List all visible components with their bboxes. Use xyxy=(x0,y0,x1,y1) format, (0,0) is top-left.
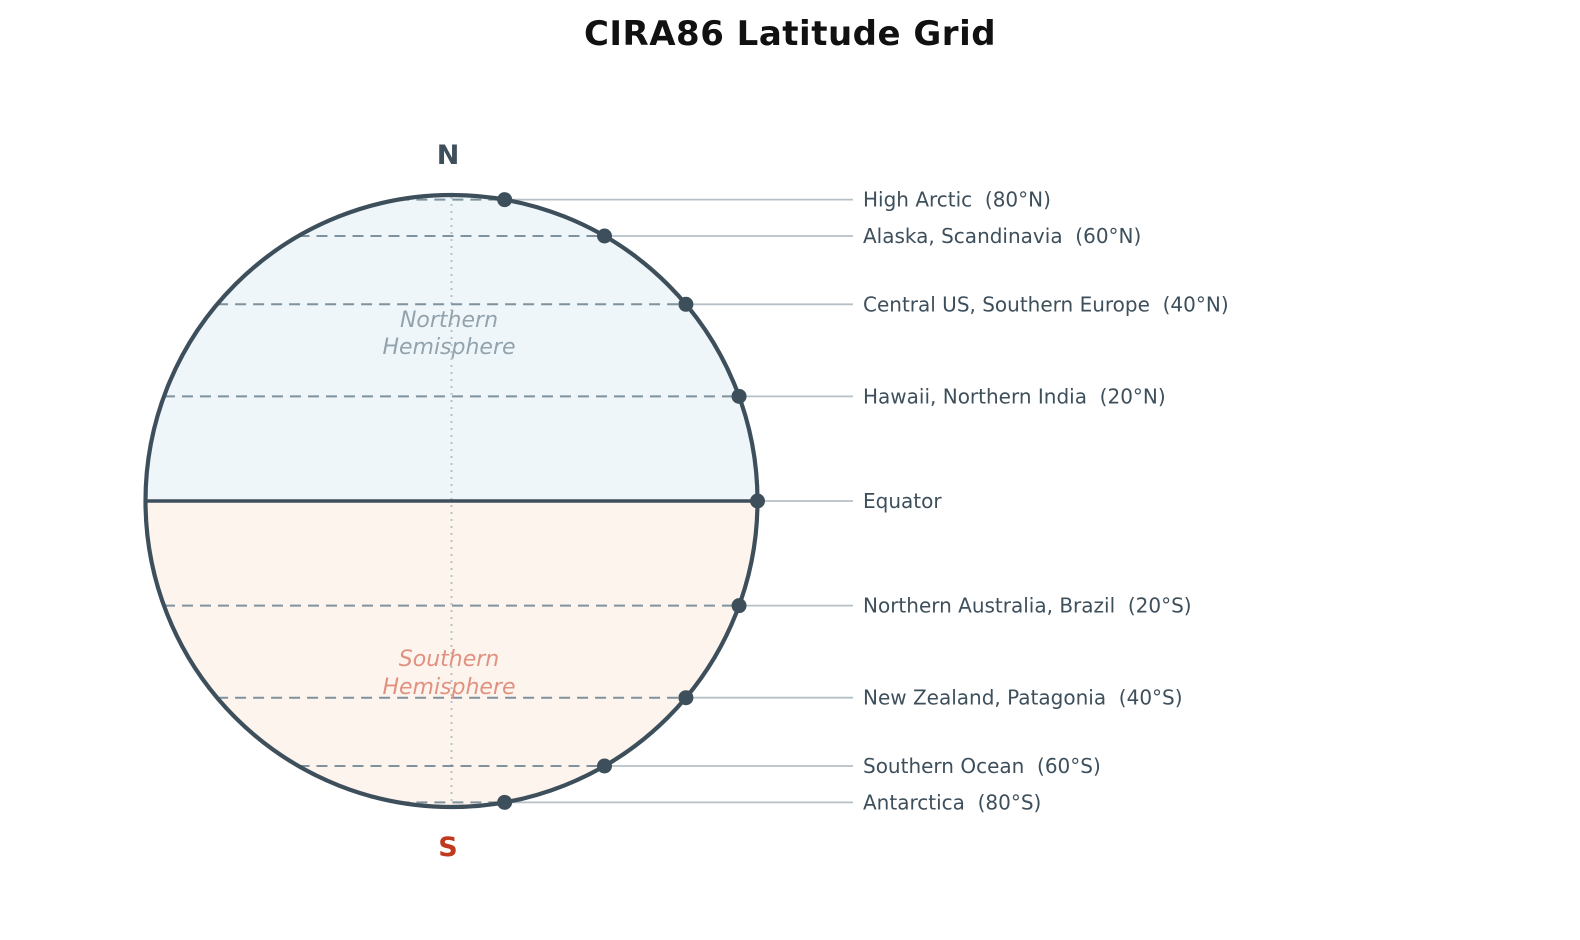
latitude-label-60s: Southern Ocean (60°S) xyxy=(863,754,1101,778)
north-hemisphere-label-line1: Northern xyxy=(400,308,498,333)
latitude-label-20n: Hawaii, Northern India (20°N) xyxy=(863,384,1166,408)
figure-title: CIRA86 Latitude Grid xyxy=(583,14,997,54)
south-hemisphere-label-line1: Southern xyxy=(399,647,499,672)
south-pole-label: S xyxy=(438,832,457,863)
latitude-label-40n: Central US, Southern Europe (40°N) xyxy=(863,292,1229,316)
south-hemisphere-label-line2: Hemisphere xyxy=(382,675,515,700)
latitude-label-20s: Northern Australia, Brazil (20°S) xyxy=(863,594,1192,618)
latitude-label-80s: Antarctica (80°S) xyxy=(863,790,1041,814)
north-hemisphere-fill xyxy=(145,195,758,502)
latitude-label-80n: High Arctic (80°N) xyxy=(863,188,1051,212)
latitude-label-40s: New Zealand, Patagonia (40°S) xyxy=(863,686,1183,710)
north-hemisphere-label-line2: Hemisphere xyxy=(382,335,515,360)
latitude-label-60n: Alaska, Scandinavia (60°N) xyxy=(863,224,1141,248)
globe-outline xyxy=(143,192,760,810)
north-pole-label: N xyxy=(437,140,460,171)
latitude-label-equator: Equator xyxy=(863,489,942,513)
